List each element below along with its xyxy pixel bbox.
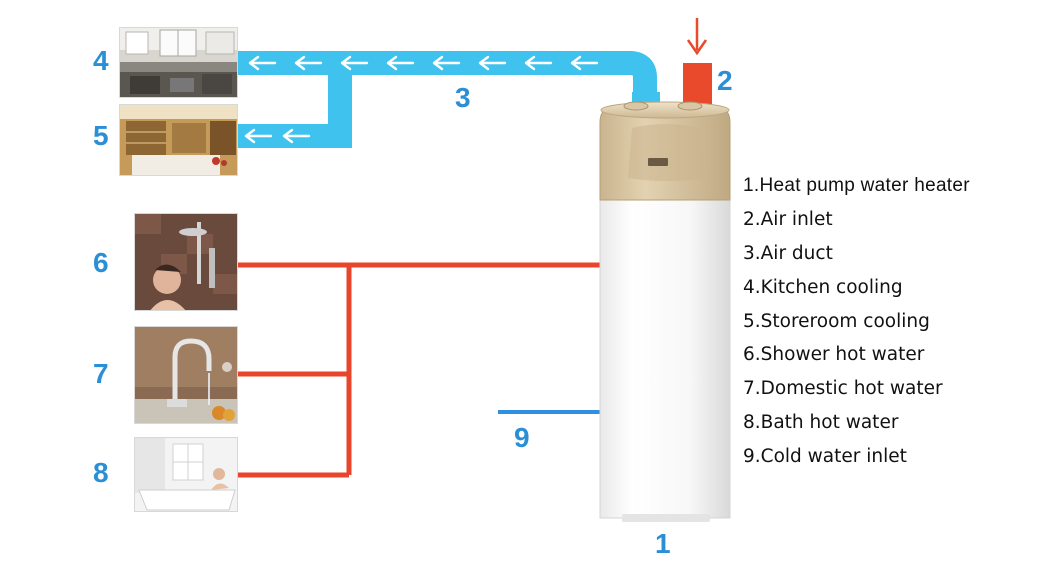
air-inlet (683, 18, 712, 107)
arrow-left-icon (294, 55, 323, 71)
hot-water-pipes (238, 262, 600, 478)
air-duct (238, 51, 660, 148)
callout-1: 1 (655, 528, 671, 559)
arrow-down-icon (686, 39, 708, 56)
air-flow-arrows (244, 55, 599, 144)
legend: 1.Heat pump water heater 2.Air inlet 3.A… (743, 172, 970, 477)
arrow-left-icon (432, 55, 461, 71)
bath-photo (134, 437, 238, 512)
legend-item: 8.Bath hot water (743, 412, 899, 434)
callout-5: 5 (93, 120, 109, 151)
arrow-left-icon (478, 55, 507, 71)
callout-4: 4 (93, 45, 109, 76)
callout-8: 8 (93, 457, 109, 488)
callout-6: 6 (93, 247, 109, 278)
heat-pump-water-heater (599, 101, 731, 522)
arrow-left-icon (386, 55, 415, 71)
legend-item: 3.Air duct (743, 242, 833, 264)
arrow-left-icon (524, 55, 553, 71)
display-icon (648, 158, 668, 166)
arrow-left-icon (570, 55, 599, 71)
callout-7: 7 (93, 358, 109, 389)
arrow-left-icon (248, 55, 277, 71)
legend-item: 5.Storeroom cooling (743, 310, 930, 332)
arrow-left-icon (244, 128, 273, 144)
legend-item: 6.Shower hot water (743, 344, 925, 366)
legend-item: 2.Air inlet (743, 208, 833, 230)
kitchen-photo (119, 27, 238, 98)
callout-2: 2 (717, 65, 733, 96)
shower-photo (134, 213, 238, 311)
legend-item: 1.Heat pump water heater (743, 175, 970, 196)
legend-item: 7.Domestic hot water (743, 378, 943, 400)
storeroom-photo (119, 104, 238, 176)
arrow-left-icon (282, 128, 311, 144)
callout-9: 9 (514, 422, 530, 453)
callout-3: 3 (455, 82, 471, 113)
faucet-photo (134, 326, 238, 424)
legend-item: 4.Kitchen cooling (743, 276, 903, 298)
legend-item: 9.Cold water inlet (743, 446, 907, 468)
arrow-left-icon (340, 55, 369, 71)
